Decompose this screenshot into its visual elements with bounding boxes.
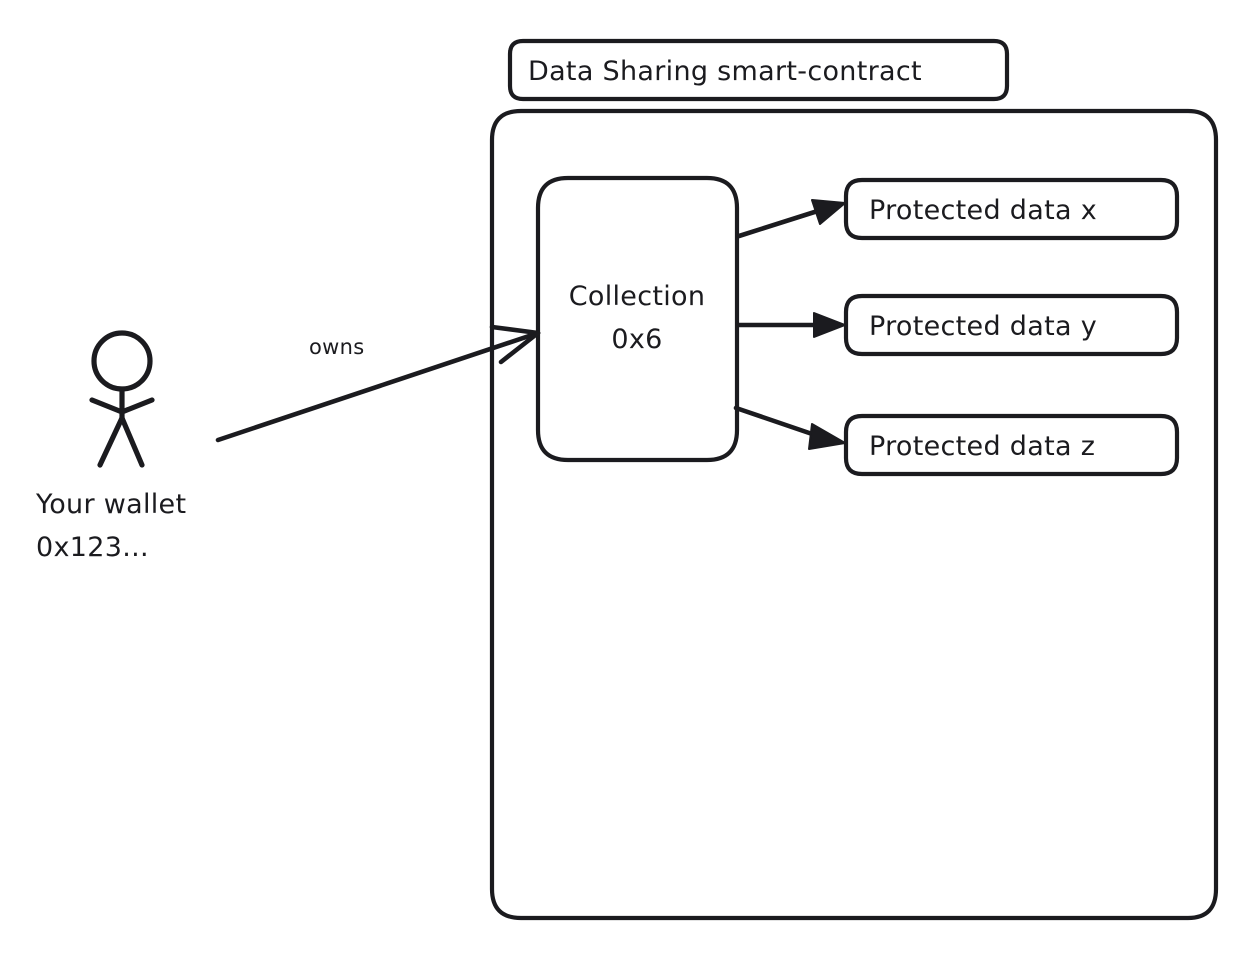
arrow-collection-to-data-x <box>736 199 846 239</box>
stick-figure-arms <box>89 397 155 415</box>
protected-data-y-label: Protected data y <box>869 311 1097 342</box>
arrow-owns-label: owns <box>309 335 364 359</box>
protected-data-z-node[interactable]: Protected data z <box>843 413 1180 477</box>
collection-node-label-line2: 0x6 <box>611 324 662 355</box>
protected-data-x-label: Protected data x <box>869 195 1097 226</box>
protected-data-z-outline <box>843 413 1180 477</box>
stick-figure-legs <box>97 415 145 468</box>
stick-figure-person-icon <box>89 330 155 468</box>
protected-data-x-node[interactable]: Protected data x <box>843 177 1180 241</box>
collection-node[interactable]: Collection 0x6 <box>535 175 740 463</box>
arrow-collection-to-data-y <box>736 312 846 338</box>
collection-node-label-line1: Collection <box>569 281 706 312</box>
arrow-head-data-y-icon <box>813 312 846 338</box>
smart-contract-title-outline <box>507 38 1010 102</box>
protected-data-y-outline <box>843 293 1180 357</box>
smart-contract-title-label: Data Sharing smart-contract <box>528 56 922 87</box>
wallet-actor-label-line1: Your wallet <box>35 489 186 520</box>
smart-contract-title-box[interactable]: Data Sharing smart-contract <box>507 38 1010 102</box>
protected-data-z-label: Protected data z <box>869 431 1095 462</box>
stick-figure-head <box>91 330 153 392</box>
wallet-actor-label-line2: 0x123... <box>36 532 149 563</box>
arrow-collection-to-data-z <box>733 405 846 450</box>
arrow-head-data-z-icon <box>808 423 846 450</box>
protected-data-x-outline <box>843 177 1180 241</box>
protected-data-y-node[interactable]: Protected data y <box>843 293 1180 357</box>
arrow-head-data-x-icon <box>811 199 846 225</box>
arrow-wallet-owns-collection: owns <box>215 324 541 443</box>
collection-node-outline <box>535 175 740 463</box>
wallet-actor[interactable]: Your wallet 0x123... <box>35 330 186 563</box>
